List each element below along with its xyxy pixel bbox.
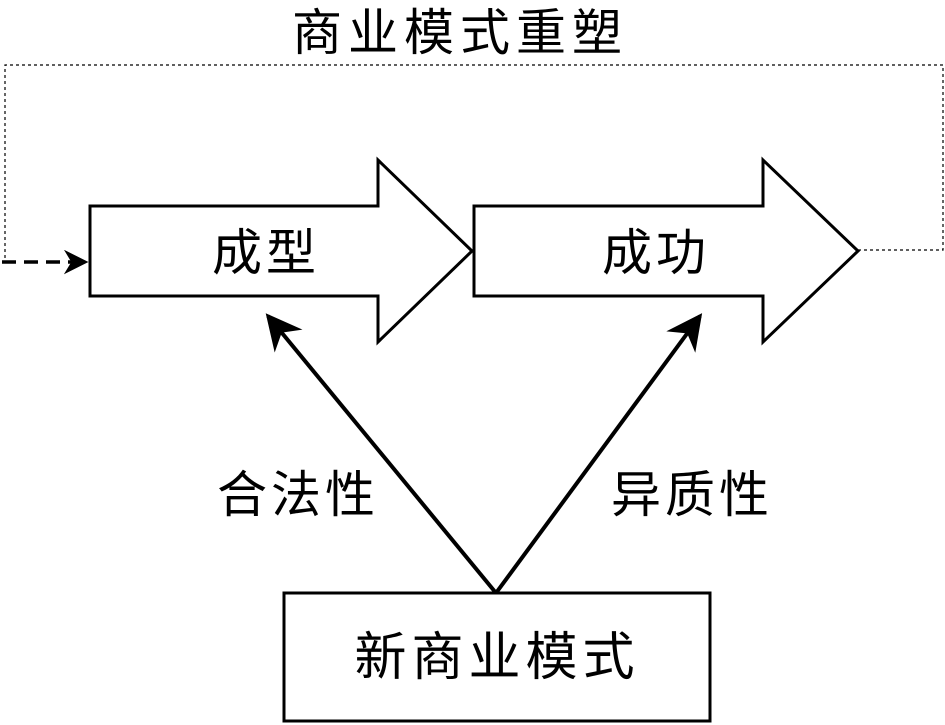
heterogeneity-label: 异质性 (611, 466, 773, 524)
stage-one-block-arrow (88, 156, 475, 346)
stage-one-label: 成型 (212, 224, 320, 282)
stage-two-label: 成功 (602, 224, 710, 282)
feedback-loop-line (4, 64, 944, 262)
legitimacy-label: 合法性 (217, 466, 379, 524)
heterogeneity-arrow (494, 313, 703, 595)
stage-two-block-arrow (472, 156, 861, 346)
source-box-label: 新商业模式 (354, 628, 639, 688)
legitimacy-arrow (265, 313, 498, 595)
source-box (282, 591, 712, 723)
loop-title: 商业模式重塑 (292, 4, 628, 62)
